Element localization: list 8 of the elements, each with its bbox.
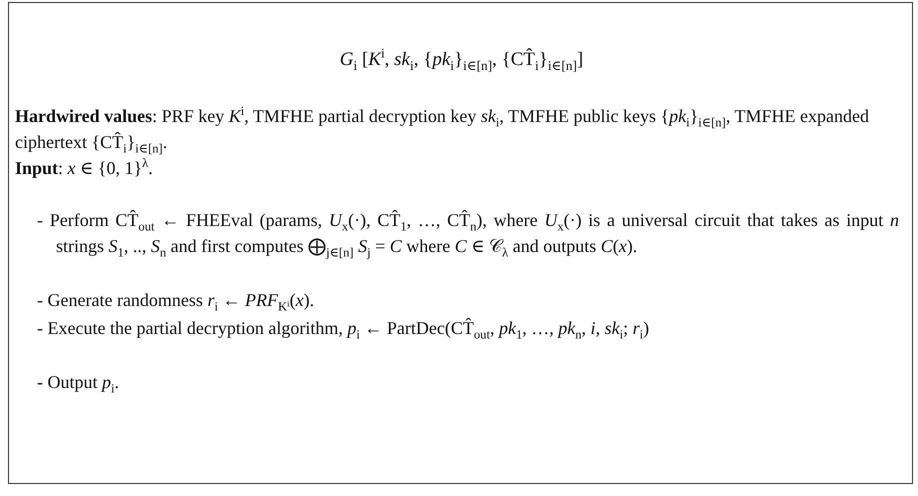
paragraph: Input: x ∈ {0, 1}$^{λ}$. bbox=[15, 155, 154, 180]
list-item: - Execute the partial decryption algorithm, p$_{i}$ ← PartDec(CT̂$_{out}$, pk$_{1}$, …, pk$_{n}$, i, sk$_{i}$; r$_{i}$) bbox=[37, 317, 650, 341]
list-item: - Output p$_{i}$. bbox=[37, 371, 120, 395]
list-item: - Generate randomness r$_{i}$ ← PRF$_{Kⁱ}$(x). bbox=[37, 289, 316, 313]
frame-box bbox=[8, 2, 913, 484]
formula-heading: G$_{i}$ [K$^{i}$, sk$_{i}$, {pk$_{i}$}$_{i∈[n]}$, {CT̂$_{i}$}$_{i∈[n]}$] bbox=[338, 47, 584, 73]
paragraph: Hardwired values: PRF key K$^{i}$, TMFHE partial decryption key sk$_{i}$, TMFHE public keys {pk$_{i}$}$_{i∈[n]}$, TMFHE expanded ciphertext {CT̂$_{i}$}$_{i∈[n]}$. bbox=[15, 103, 870, 155]
list-item: - Perform CT̂$_{out}$ ← FHEEval (params, U$_{x}$(·), CT̂$_{1}$, …, CT̂$_{n}$), where U$_{x}$(·) is a universal circuit that takes as input n strings S$_{1}$, .., S$_{n}$ and first computes ⨁$_{j∈[n]}$ S$_{j}$ = C where C ∈ 𝒞$_{λ}$ and outputs C(x). bbox=[37, 209, 899, 259]
